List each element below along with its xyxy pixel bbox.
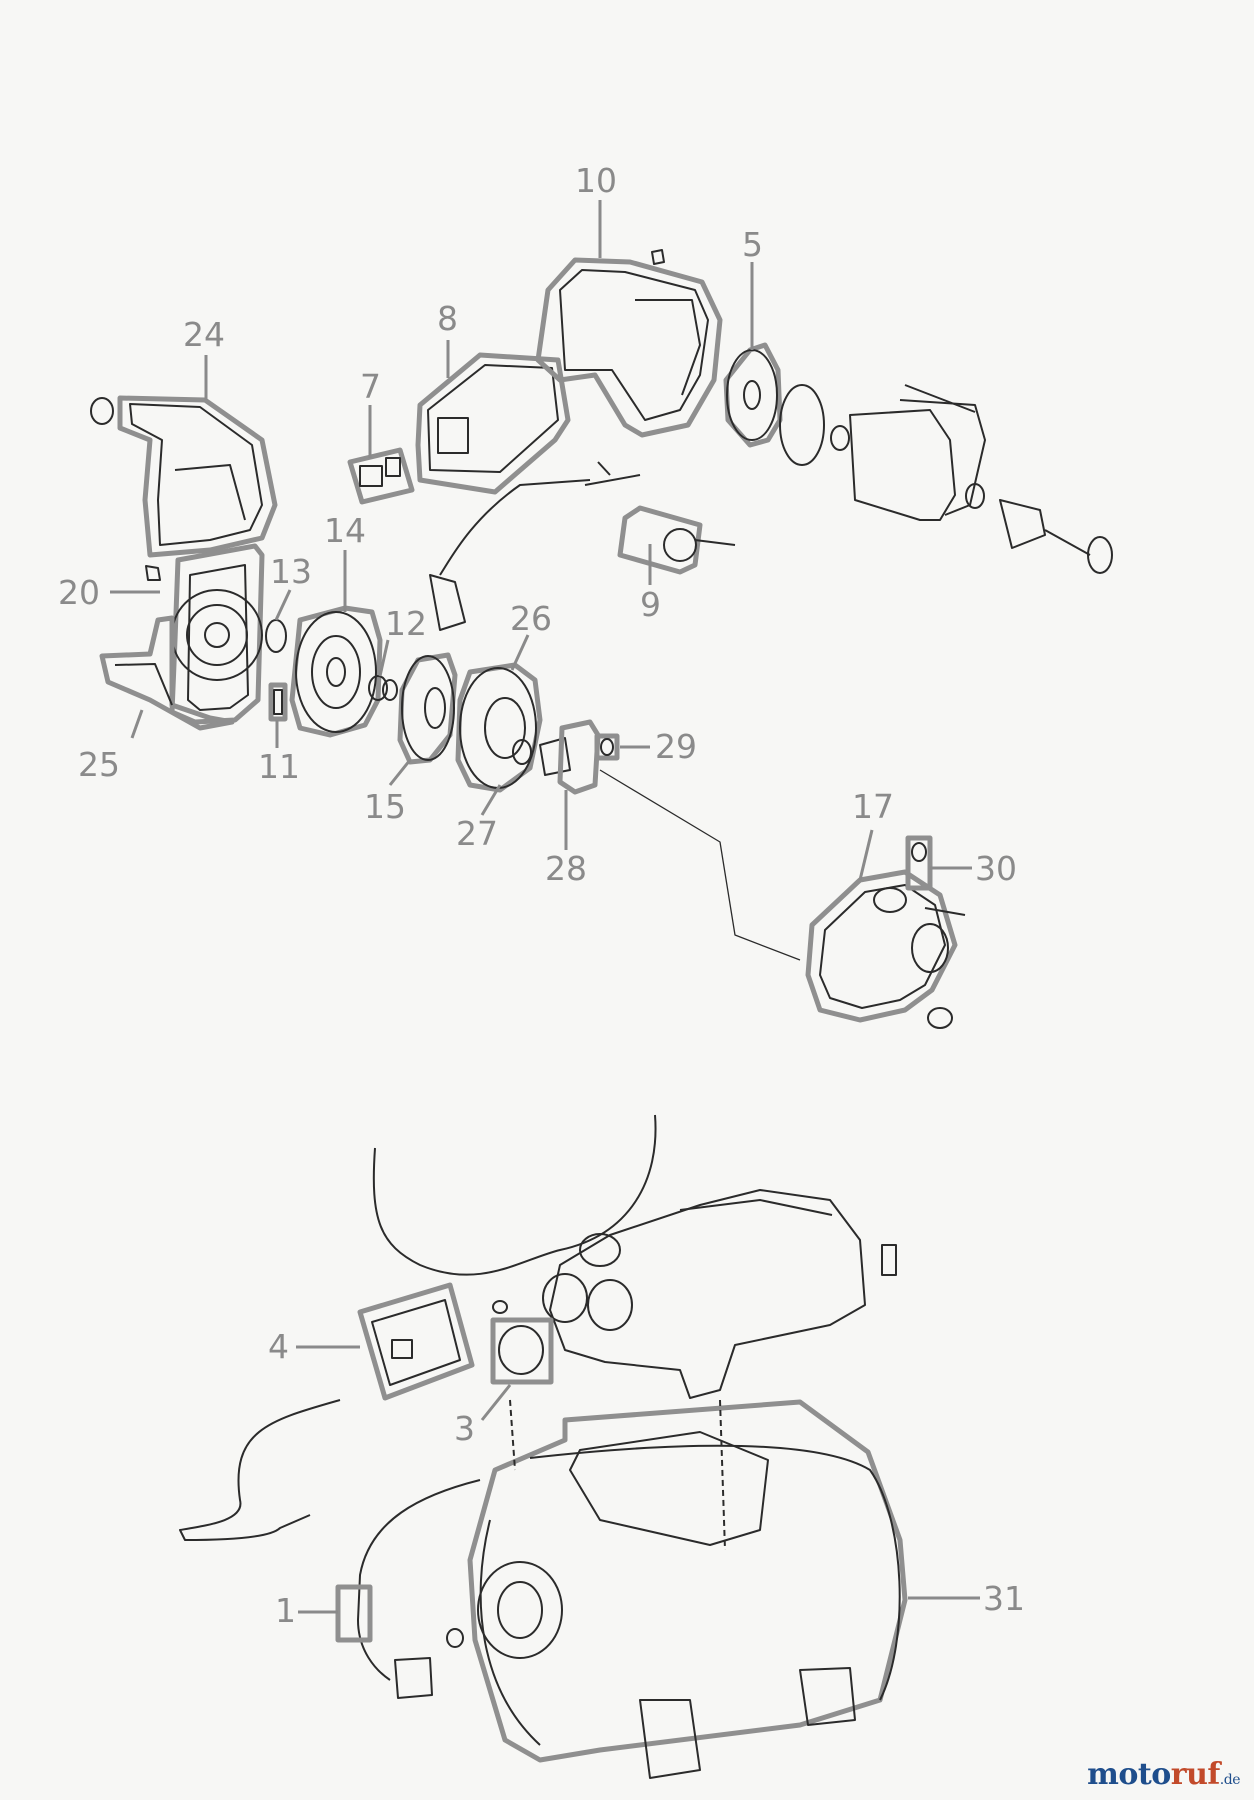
part-labels: 10 5 8 24 7 14 13 20 26 12 9 29 25 11 15…	[58, 161, 1025, 1630]
label-part-9: 9	[640, 585, 661, 624]
label-part-1: 1	[275, 1591, 296, 1630]
label-part-29: 29	[655, 727, 697, 766]
assembly-cord-lower	[179, 1399, 341, 1541]
part-1-hose	[335, 1479, 481, 1699]
label-part-17: 17	[852, 787, 894, 826]
label-part-5: 5	[742, 225, 763, 264]
part-20-25-bracket	[99, 543, 265, 731]
assembly-cord-upper	[372, 1114, 657, 1276]
label-part-7: 7	[360, 367, 381, 406]
part-31-pressure-tank	[467, 1399, 908, 1779]
part-8-control-box	[415, 352, 571, 495]
part-12-seal	[368, 675, 398, 701]
label-part-11: 11	[258, 747, 300, 786]
part-9-capacitor	[617, 505, 736, 575]
part-15-impeller	[397, 652, 458, 765]
part-4-control-box	[357, 1282, 475, 1401]
leader-lines	[110, 200, 980, 1614]
watermark-part1: moto	[1087, 1757, 1171, 1792]
label-part-10: 10	[575, 161, 617, 200]
label-part-26: 26	[510, 599, 552, 638]
motor-stator-rotor	[779, 384, 1113, 574]
part-10-motor-housing	[535, 249, 723, 438]
label-part-20: 20	[58, 573, 100, 612]
part-5-fan	[723, 342, 783, 448]
part-24-cover	[90, 395, 278, 558]
label-part-25: 25	[78, 745, 120, 784]
label-part-8: 8	[437, 299, 458, 338]
watermark-part2: ruf	[1170, 1757, 1221, 1792]
label-part-15: 15	[364, 787, 406, 826]
label-part-30: 30	[975, 849, 1017, 888]
part-11-13-seals	[265, 619, 288, 722]
watermark-logo: motoruf.de	[1087, 1757, 1240, 1792]
label-part-4: 4	[268, 1327, 289, 1366]
power-cord-upper	[429, 461, 641, 631]
label-part-12: 12	[385, 604, 427, 643]
label-part-14: 14	[324, 511, 366, 550]
label-part-27: 27	[456, 814, 498, 853]
part-7-switch	[347, 447, 415, 505]
part-27-28-29-nozzle	[512, 719, 620, 795]
label-part-3: 3	[454, 1409, 475, 1448]
watermark-suffix: .de	[1219, 1772, 1241, 1788]
part-14-disc	[289, 605, 383, 738]
part-26-diffuser	[455, 662, 543, 793]
label-part-24: 24	[183, 315, 225, 354]
label-part-28: 28	[545, 849, 587, 888]
assembly-pump-unit	[542, 1189, 897, 1399]
label-part-13: 13	[270, 552, 312, 591]
part-3-pressure-switch	[490, 1300, 554, 1385]
label-part-31: 31	[983, 1579, 1025, 1618]
part-17-pump-housing	[805, 835, 966, 1029]
